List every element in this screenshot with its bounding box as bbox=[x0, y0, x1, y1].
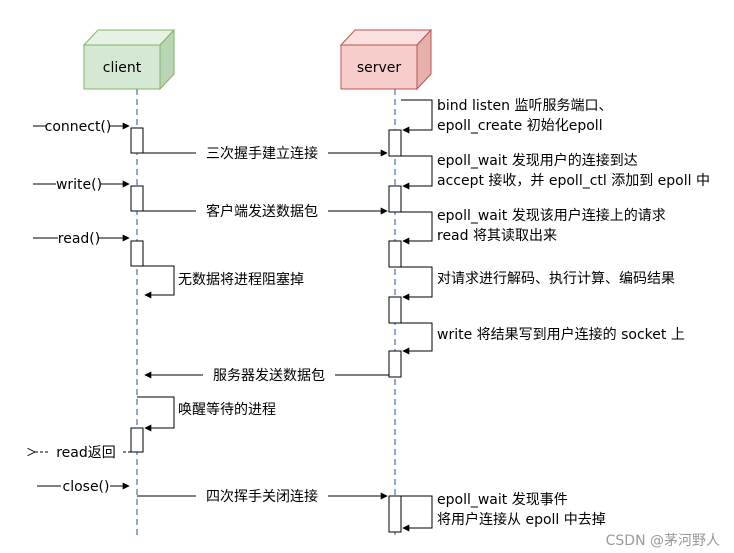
client-note-block: 无数据将进程阻塞掉 bbox=[178, 271, 304, 288]
wave-label: 四次挥手关闭连接 bbox=[206, 488, 318, 505]
client-actor: client bbox=[82, 28, 176, 91]
write-call-label: write() bbox=[56, 177, 102, 193]
server-notes: bind listen 监听服务端口、 epoll_create 初始化epol… bbox=[437, 98, 710, 528]
server-actor-label: server bbox=[357, 60, 402, 76]
client-actor-label: client bbox=[103, 60, 142, 76]
read-return-label: read返回 bbox=[56, 445, 116, 461]
server-note-2-line-1: epoll_wait 发现用户的连接到达 bbox=[437, 152, 638, 169]
server-activations bbox=[388, 129, 402, 533]
client-activation-1 bbox=[130, 127, 144, 154]
client-incoming-calls bbox=[33, 122, 130, 490]
client-send-label: 客户端发送数据包 bbox=[206, 203, 318, 220]
server-self-calls bbox=[401, 99, 433, 532]
server-note-3-line-1: epoll_wait 发现该用户连接上的请求 bbox=[437, 207, 666, 224]
server-box-top bbox=[339, 29, 433, 46]
server-note-4: 对请求进行解码、执行计算、编码结果 bbox=[437, 271, 675, 287]
close-call-label: close() bbox=[63, 479, 110, 495]
server-activation-3 bbox=[388, 240, 402, 268]
read-return: read返回 bbox=[35, 445, 131, 461]
server-note-6-line-1: epoll_wait 发现事件 bbox=[437, 492, 568, 508]
server-note-5: write 将结果写到用户连接的 socket 上 bbox=[437, 326, 685, 343]
client-send-label-bg bbox=[196, 201, 328, 221]
client-box-top bbox=[82, 29, 176, 46]
server-note-2-line-2: accept 接收，并 epoll_ctl 添加到 epoll 中 bbox=[437, 172, 710, 189]
server-note-6-line-2: 将用户连接从 epoll 中去掉 bbox=[437, 511, 606, 528]
server-activation-5 bbox=[388, 350, 402, 378]
wave-label-bg bbox=[196, 486, 328, 506]
watermark: CSDN @茅河野人 bbox=[606, 533, 720, 549]
client-activations bbox=[130, 127, 144, 453]
handshake-label: 三次握手建立连接 bbox=[206, 145, 318, 162]
server-self-call-6 bbox=[401, 495, 433, 532]
client-self-call-block bbox=[143, 265, 175, 299]
server-self-call-4 bbox=[401, 266, 433, 301]
message-labels: 三次握手建立连接 客户端发送数据包 服务器发送数据包 四次挥手关闭连接 bbox=[196, 143, 335, 506]
connect-call-label: connect() bbox=[45, 119, 112, 135]
server-actor: server bbox=[339, 28, 433, 91]
client-activation-4 bbox=[130, 427, 144, 453]
server-note-3-line-2: read 将其读取出来 bbox=[437, 227, 557, 244]
client-self-call-wakeup bbox=[137, 396, 175, 432]
server-self-call-5 bbox=[401, 322, 433, 355]
server-activation-6 bbox=[388, 495, 402, 533]
server-box-front bbox=[340, 44, 418, 90]
server-self-call-2 bbox=[401, 155, 433, 190]
server-send-label-bg bbox=[203, 365, 335, 385]
read-call-label: read() bbox=[58, 231, 100, 247]
client-box-front bbox=[83, 44, 161, 90]
handshake-label-bg bbox=[196, 143, 328, 163]
server-self-call-3 bbox=[401, 211, 433, 245]
server-activation-4 bbox=[388, 296, 402, 324]
server-activation-1 bbox=[388, 129, 402, 157]
client-note-wakeup: 唤醒等待的进程 bbox=[178, 401, 276, 418]
server-send-label: 服务器发送数据包 bbox=[213, 368, 325, 384]
client-activation-3 bbox=[130, 240, 144, 267]
client-activation-2 bbox=[130, 185, 144, 212]
server-note-1-line-2: epoll_create 初始化epoll bbox=[437, 117, 603, 134]
server-note-1-line-1: bind listen 监听服务端口、 bbox=[437, 98, 613, 114]
server-self-call-1 bbox=[401, 99, 433, 134]
server-activation-2 bbox=[388, 185, 402, 213]
client-self-calls bbox=[137, 265, 175, 432]
